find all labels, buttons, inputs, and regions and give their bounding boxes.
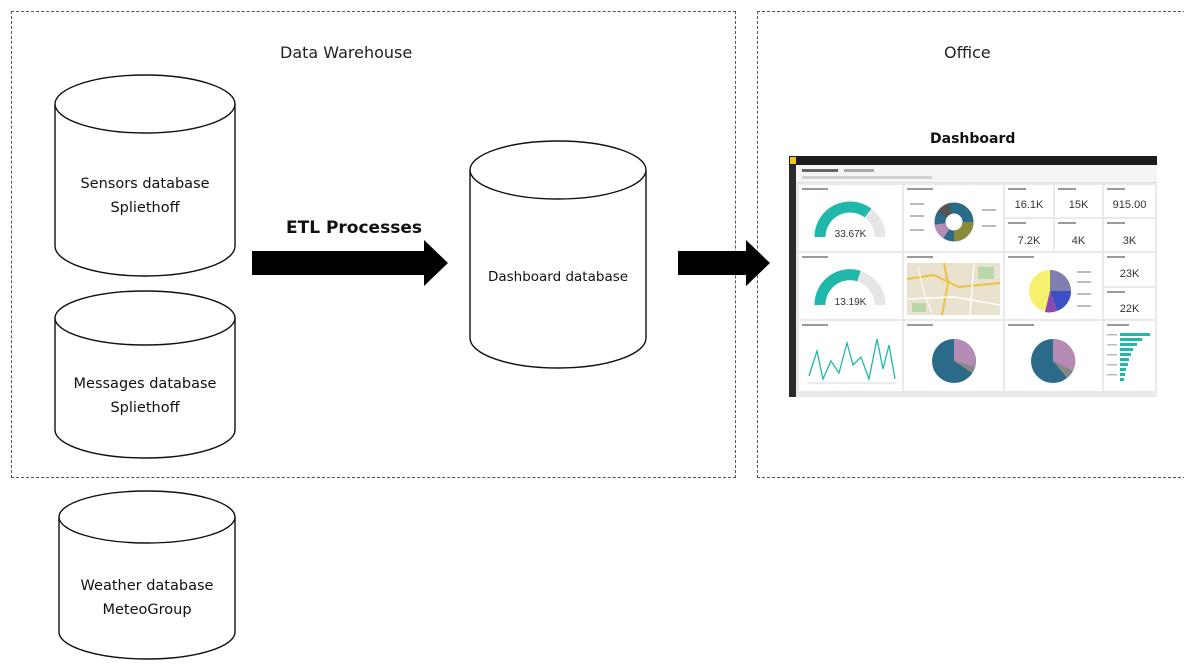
gauge-2-value: 13.19K — [834, 297, 867, 308]
pie-tile-1 — [1005, 253, 1102, 319]
pie-tile-2 — [904, 321, 1003, 391]
sensors-database-owner: Spliethoff — [110, 200, 180, 216]
kpi-tile-2: 15K — [1055, 185, 1102, 217]
output-arrow — [678, 240, 770, 286]
cylinder-shape — [58, 490, 236, 660]
kpi-value-4: 7.2K — [1017, 235, 1041, 247]
gauge-tile-1: 33.67K — [799, 185, 902, 251]
data-warehouse-region — [11, 11, 736, 478]
office-title: Office — [944, 43, 991, 62]
dashboard-top-bar — [789, 156, 1157, 165]
bar-chart-tile — [1104, 321, 1155, 391]
data-warehouse-title: Data Warehouse — [280, 43, 413, 62]
dashboard-screenshot: 33.67K 16.1K 15K 915.00 7.2K 4K 3K — [789, 156, 1157, 397]
sensors-database-cylinder: Sensors database Spliethoff — [54, 74, 236, 278]
pie-tile-3 — [1005, 321, 1102, 391]
donut-tile — [904, 185, 1003, 251]
kpi-tile-1: 16.1K — [1005, 185, 1053, 217]
gauge-1-value: 33.67K — [834, 229, 867, 240]
kpi-tile-8: 22K — [1104, 288, 1155, 319]
pie-chart-2 — [932, 339, 976, 383]
kpi-value-6: 3K — [1122, 235, 1137, 247]
bar-chart — [1107, 333, 1150, 381]
line-chart — [807, 338, 897, 384]
weather-database-owner: MeteoGroup — [102, 602, 192, 618]
donut-chart — [910, 202, 996, 242]
kpi-value-3: 915.00 — [1112, 199, 1147, 211]
dashboard-header — [796, 165, 1157, 183]
messages-database-cylinder: Messages database Spliethoff — [54, 290, 236, 460]
weather-database-name: Weather database — [80, 578, 214, 594]
gauge-chart-2 — [814, 269, 886, 306]
pie-chart-1 — [1029, 270, 1091, 313]
kpi-tile-6: 3K — [1104, 219, 1155, 251]
cylinder-shape — [54, 74, 236, 277]
cylinder-shape — [469, 140, 647, 369]
gauge-tile-2: 13.19K — [799, 253, 902, 319]
kpi-tile-7: 23K — [1104, 253, 1155, 286]
dashboard-title: Dashboard — [930, 131, 1016, 147]
kpi-value-7: 23K — [1119, 268, 1140, 280]
kpi-value-5: 4K — [1071, 235, 1086, 247]
kpi-tile-3: 915.00 — [1104, 185, 1155, 217]
weather-database-cylinder: Weather database MeteoGroup — [58, 490, 236, 662]
kpi-tile-4: 7.2K — [1005, 219, 1053, 251]
pie-chart-3 — [1031, 338, 1076, 383]
dashboard-database-cylinder: Dashboard database — [469, 140, 647, 370]
gauge-chart-1 — [814, 201, 886, 238]
dashboard-database-name: Dashboard database — [487, 269, 629, 285]
dashboard-nav-bar — [789, 165, 796, 397]
sensors-database-name: Sensors database — [80, 176, 210, 192]
etl-processes-label: ETL Processes — [286, 218, 422, 238]
etl-arrow — [252, 240, 448, 286]
power-bi-logo-icon — [790, 157, 796, 164]
kpi-value-8: 22K — [1119, 303, 1140, 315]
map-visual — [906, 262, 1001, 316]
messages-database-owner: Spliethoff — [110, 400, 180, 416]
cylinder-shape — [54, 290, 236, 459]
kpi-tile-5: 4K — [1055, 219, 1102, 251]
map-tile — [904, 253, 1003, 319]
office-region — [757, 11, 1184, 478]
messages-database-name: Messages database — [73, 376, 217, 392]
kpi-value-2: 15K — [1068, 199, 1089, 211]
kpi-value-1: 16.1K — [1014, 199, 1044, 211]
line-chart-tile — [799, 321, 902, 391]
